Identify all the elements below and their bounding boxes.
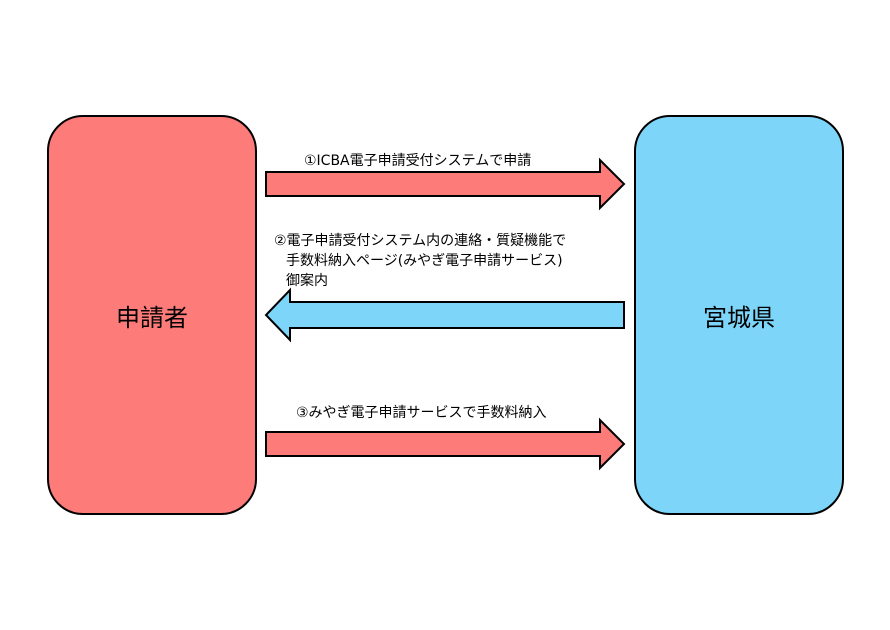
arrow-step-1-right xyxy=(265,157,626,211)
prefecture-label: 宮城県 xyxy=(703,303,775,332)
step-1-line-1: ①ICBA電子申請受付システムで申請 xyxy=(304,153,532,169)
step-2-label: ②電子申請受付システム内の連絡・質疑機能で 手数料納入ページ(みやぎ電子申請サー… xyxy=(274,231,566,291)
step-1-label: ①ICBA電子申請受付システムで申請 xyxy=(304,151,531,171)
step-3-line-1: ③みやぎ電子申請サービスで手数料納入 xyxy=(296,405,547,421)
step-2-line-3: 御案内 xyxy=(286,273,328,289)
applicant-label: 申請者 xyxy=(116,303,188,332)
step-2-line-1: ②電子申請受付システム内の連絡・質疑機能で xyxy=(274,233,567,249)
step-3-label: ③みやぎ電子申請サービスで手数料納入 xyxy=(296,403,547,423)
step-2-line-2: 手数料納入ページ(みやぎ電子申請サービス) xyxy=(286,253,563,269)
prefecture-box: 宮城県 xyxy=(634,115,844,515)
arrow-step-2-left xyxy=(264,287,625,343)
arrow-step-3-right xyxy=(265,417,626,471)
applicant-box: 申請者 xyxy=(47,115,257,515)
